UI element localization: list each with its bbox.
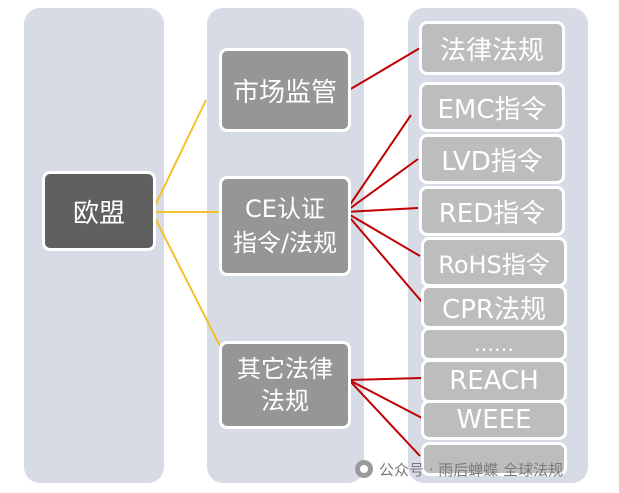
leaf-red-directive: RED指令: [419, 186, 565, 236]
leaf-label: REACH: [449, 366, 539, 396]
leaf-label: CPR法规: [442, 294, 546, 325]
leaf-label: RED指令: [438, 198, 546, 229]
node-ce-certification: CE认证 指令/法规: [219, 176, 351, 276]
link-market-law: [348, 47, 421, 91]
node-market-supervision-label: 市场监管: [232, 77, 337, 108]
leaf-label: ……: [474, 332, 514, 356]
link-ce-red: [344, 207, 419, 213]
leaf-laws-regulations: 法律法规: [419, 21, 565, 75]
watermark-text: 公众号 · 雨后蝉蝶 全球法规: [379, 460, 564, 479]
node-eu: 欧盟: [42, 171, 156, 251]
node-other-laws: 其它法律 法规: [219, 341, 351, 429]
link-other-extra: [348, 379, 421, 457]
leaf-emc-directive: EMC指令: [419, 82, 565, 132]
leaf-rohs-directive: RoHS指令: [421, 237, 567, 287]
node-other-line2: 法规: [261, 387, 309, 415]
node-ce-line1: CE认证: [245, 195, 325, 223]
node-market-supervision: 市场监管: [219, 48, 351, 132]
leaf-label: RoHS指令: [438, 250, 550, 279]
link-other-weee: [348, 379, 423, 419]
leaf-label: WEEE: [456, 405, 532, 435]
leaf-label: EMC指令: [437, 94, 547, 125]
node-eu-label: 欧盟: [72, 198, 125, 229]
leaf-weee: WEEE: [421, 400, 567, 440]
leaf-lvd-directive: LVD指令: [419, 134, 565, 184]
link-root-market: [151, 99, 207, 213]
leaf-label: LVD指令: [441, 146, 543, 177]
link-root-other: [151, 211, 223, 351]
leaf-partial: [421, 442, 567, 476]
leaf-label: 法律法规: [439, 35, 544, 66]
link-ce-emc: [344, 114, 412, 213]
leaf-ellipsis: ……: [421, 327, 567, 361]
watermark: 公众号 · 雨后蝉蝶 全球法规: [355, 456, 563, 482]
node-ce-line2: 指令/法规: [232, 229, 338, 257]
link-ce-rohs: [344, 211, 421, 257]
leaf-cpr-regulation: CPR法规: [421, 285, 567, 329]
node-other-line1: 其它法律: [237, 355, 333, 383]
link-ce-cpr: [344, 211, 423, 303]
link-other-reach: [348, 377, 423, 381]
link-ce-lvd: [344, 158, 419, 213]
wechat-icon: [355, 460, 373, 478]
leaf-reach: REACH: [421, 359, 567, 403]
